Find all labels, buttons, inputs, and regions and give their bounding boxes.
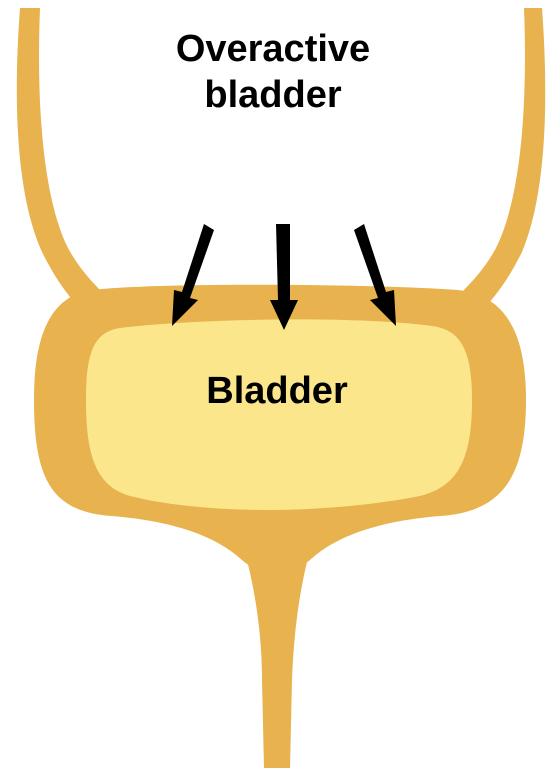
title-line-2: bladder xyxy=(0,72,546,118)
overactive-bladder-title: Overactive bladder xyxy=(0,26,546,118)
bladder-label: Bladder xyxy=(4,368,546,414)
bladder-lumen xyxy=(86,319,472,510)
title-line-1: Overactive xyxy=(0,26,546,72)
